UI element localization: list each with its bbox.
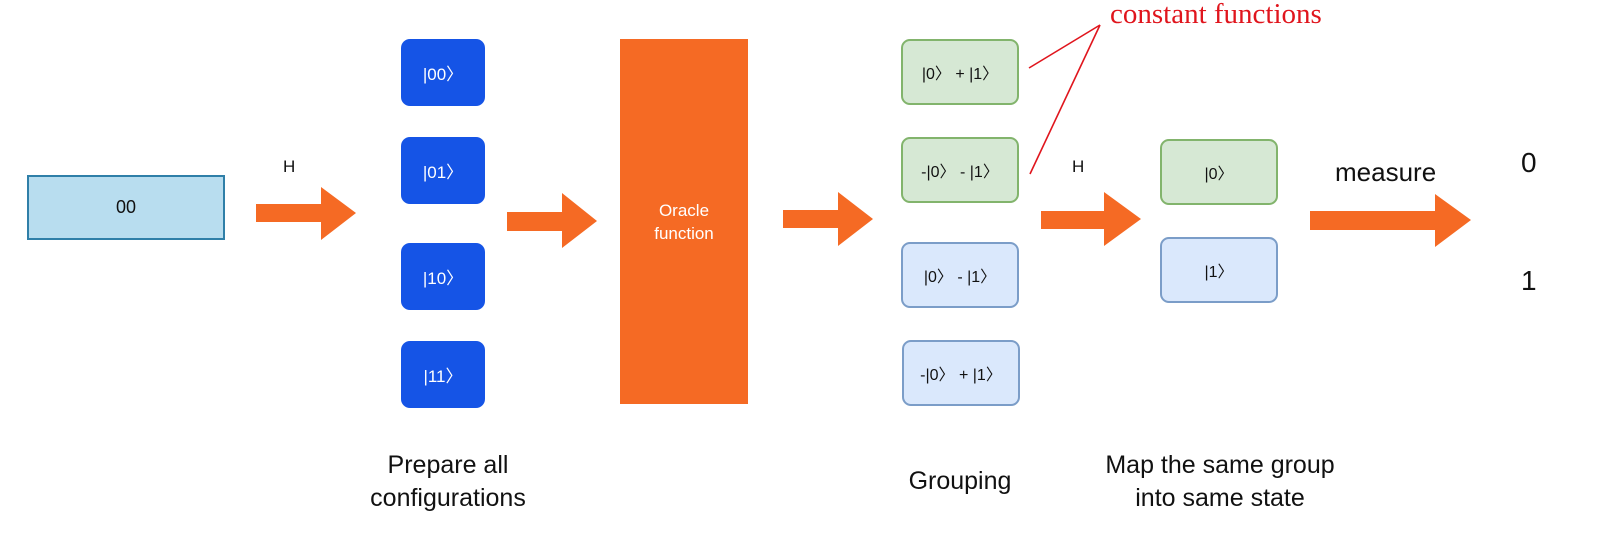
caption-map-line1: Map the same group (1105, 451, 1335, 479)
mapped-state-1-label: |1〉 (1204, 264, 1234, 281)
group-box-minus-minus: -|0〉 - |1〉 (901, 137, 1019, 203)
oracle-label-line2: function (654, 223, 714, 243)
config-box-10: |10〉 (401, 243, 485, 310)
caption-grouping: Grouping (908, 467, 1012, 495)
config-box-11: |11〉 (401, 341, 485, 408)
caption-map: Map the same group into same state (1070, 449, 1370, 515)
oracle-function-box: Oracle function (620, 39, 748, 404)
caption-prepare: Prepare all configurations (328, 449, 568, 515)
annotation-line-top (1028, 24, 1101, 69)
config-label-00: |00〉 (422, 65, 464, 84)
config-label-10: |10〉 (422, 269, 464, 288)
outcome-1: 1 (1521, 265, 1537, 296)
arrow-hadamard-1 (256, 187, 356, 240)
group-box-plus-plus: |0〉 + |1〉 (901, 39, 1019, 105)
arrow-from-oracle (783, 192, 873, 246)
arrow-to-oracle (507, 193, 597, 248)
caption-prepare-line1: Prepare all (387, 451, 509, 479)
arrow-hadamard-2 (1041, 192, 1141, 246)
mapped-state-0-box: |0〉 (1160, 139, 1278, 205)
oracle-label-line1: Oracle (658, 200, 710, 220)
hadamard-label-2: H (1072, 157, 1085, 176)
mapped-state-0-label: |0〉 (1204, 166, 1234, 183)
group-label-4: -|0〉 + |1〉 (920, 367, 1002, 384)
group-label-1: |0〉 + |1〉 (921, 66, 999, 83)
hadamard-label-1: H (283, 157, 296, 176)
group-box-minus-plus: -|0〉 + |1〉 (902, 340, 1020, 406)
config-label-01: |01〉 (422, 163, 464, 182)
outcome-0: 0 (1521, 147, 1537, 178)
input-state-box: 00 (27, 175, 225, 240)
config-box-01: |01〉 (401, 137, 485, 204)
caption-map-line2: into same state (1135, 484, 1305, 512)
group-label-3: |0〉 - |1〉 (923, 269, 997, 286)
config-label-11: |11〉 (423, 367, 463, 386)
caption-prepare-line2: configurations (370, 484, 526, 512)
config-box-00: |00〉 (401, 39, 485, 106)
mapped-state-1-box: |1〉 (1160, 237, 1278, 303)
group-label-2: -|0〉 - |1〉 (921, 164, 999, 181)
input-state-label: 00 (115, 197, 137, 217)
measure-label: measure (1335, 157, 1437, 187)
annotation-line-bottom (1029, 24, 1101, 175)
group-box-plus-minus: |0〉 - |1〉 (901, 242, 1019, 308)
constant-functions-annotation: constant functions (1110, 0, 1322, 30)
arrow-measure (1310, 194, 1471, 247)
